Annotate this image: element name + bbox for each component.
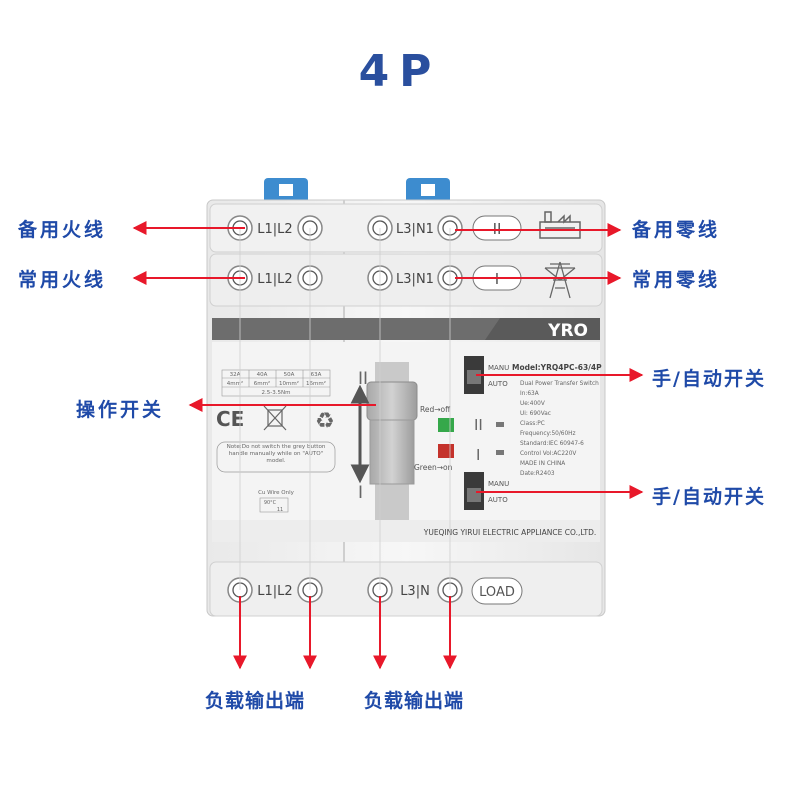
operating-handle[interactable] (366, 381, 418, 421)
callout-manual-auto-top: 手/自动开关 (652, 368, 766, 390)
terminal-screw (227, 577, 463, 603)
callout-backup-neutral: 备用零线 (632, 219, 721, 241)
wire-label: Cu Wire Only (258, 490, 295, 496)
mounting-clip-left (264, 178, 308, 204)
green-on-label: Green→on (414, 463, 453, 472)
callout-normal-live: 常用火线 (18, 269, 107, 291)
callout-manual-auto-bottom: 手/自动开关 (652, 486, 766, 508)
rating-current: 40A (257, 372, 268, 378)
svg-text:Dual Power Transfer Switch: Dual Power Transfer Switch (520, 381, 599, 387)
wire-temp: 90°C (264, 500, 277, 506)
wire-length: 11 (277, 507, 283, 513)
svg-text:MADE IN CHINA: MADE IN CHINA (520, 461, 565, 467)
power-tower-icon (544, 261, 576, 299)
terminal-label-l3n1-backup: L3|N1 (396, 222, 434, 237)
torque-text: 2.5-3.5Nm (262, 390, 291, 396)
recycle-icon: ♻ (315, 409, 335, 434)
manufacturer-text: YUEQING YIRUI ELECTRIC APPLIANCE CO.,LTD… (423, 528, 597, 537)
callout-arrows (132, 221, 644, 670)
callout-backup-live: 备用火线 (18, 219, 107, 241)
terminal-label-l1l2-normal: L1|L2 (257, 272, 292, 287)
svg-text:In:63A: In:63A (520, 391, 539, 397)
guide-lines (239, 228, 451, 590)
indicator-red (438, 444, 454, 458)
svg-text:Frequency:50/60Hz: Frequency:50/60Hz (520, 431, 576, 437)
terminal-label-l3n1-normal: L3|N1 (396, 272, 434, 287)
callout-normal-neutral: 常用零线 (632, 269, 721, 291)
rating-current: 63A (311, 372, 322, 378)
svg-text:Ue:400V: Ue:400V (520, 401, 545, 407)
handle-position-i: I (358, 483, 363, 503)
note-text: Note:Do not switch the grey button handl… (226, 444, 326, 464)
rating-current: 32A (230, 372, 241, 378)
svg-text:Control Vol:AC220V: Control Vol:AC220V (520, 451, 576, 457)
callout-load-right: 负载输出端 (364, 690, 465, 712)
manu-label-top: MANU (488, 364, 509, 372)
rating-wire: 10mm² (279, 380, 299, 387)
terminal-label-l1l2-load: L1|L2 (257, 584, 292, 599)
indicator-ii-label: II (474, 416, 483, 434)
spec-list: Dual Power Transfer Switch In:63A Ue:400… (520, 381, 599, 477)
rating-current: 50A (284, 372, 295, 378)
svg-text:Date:R2403: Date:R2403 (520, 471, 555, 477)
rating-wire: 6mm² (254, 380, 270, 387)
svg-text:Ui: 690Vac: Ui: 690Vac (520, 411, 551, 417)
mounting-clip-right (406, 178, 450, 204)
callout-load-left: 负载输出端 (205, 690, 306, 712)
model-text: Model:YRQ4PC-63/4P (512, 363, 602, 372)
load-badge: LOAD (479, 585, 515, 600)
brand-logo: YRO (547, 321, 588, 341)
auto-label-top: AUTO (488, 380, 508, 388)
callout-operating-switch: 操作开关 (76, 399, 165, 421)
auto-label-bottom: AUTO (488, 496, 508, 504)
indicator-green (438, 418, 454, 432)
indicator-i-label: I (476, 446, 480, 464)
red-off-label: Red→off (420, 405, 451, 414)
svg-text:Standard:IEC 60947-6: Standard:IEC 60947-6 (520, 441, 584, 447)
terminal-label-l3n-load: L3|N (400, 584, 430, 599)
terminal-label-l1l2-backup: L1|L2 (257, 222, 292, 237)
rating-wire: 16mm² (306, 380, 326, 387)
handle-direction-arrow-icon (350, 384, 370, 484)
handle-position-ii: II (358, 369, 368, 389)
manu-label-bottom: MANU (488, 480, 509, 488)
weee-bin-icon (263, 405, 287, 431)
rating-wire: 4mm² (227, 380, 243, 387)
svg-text:Class:PC: Class:PC (520, 421, 545, 427)
page-title: 4P (358, 46, 442, 97)
